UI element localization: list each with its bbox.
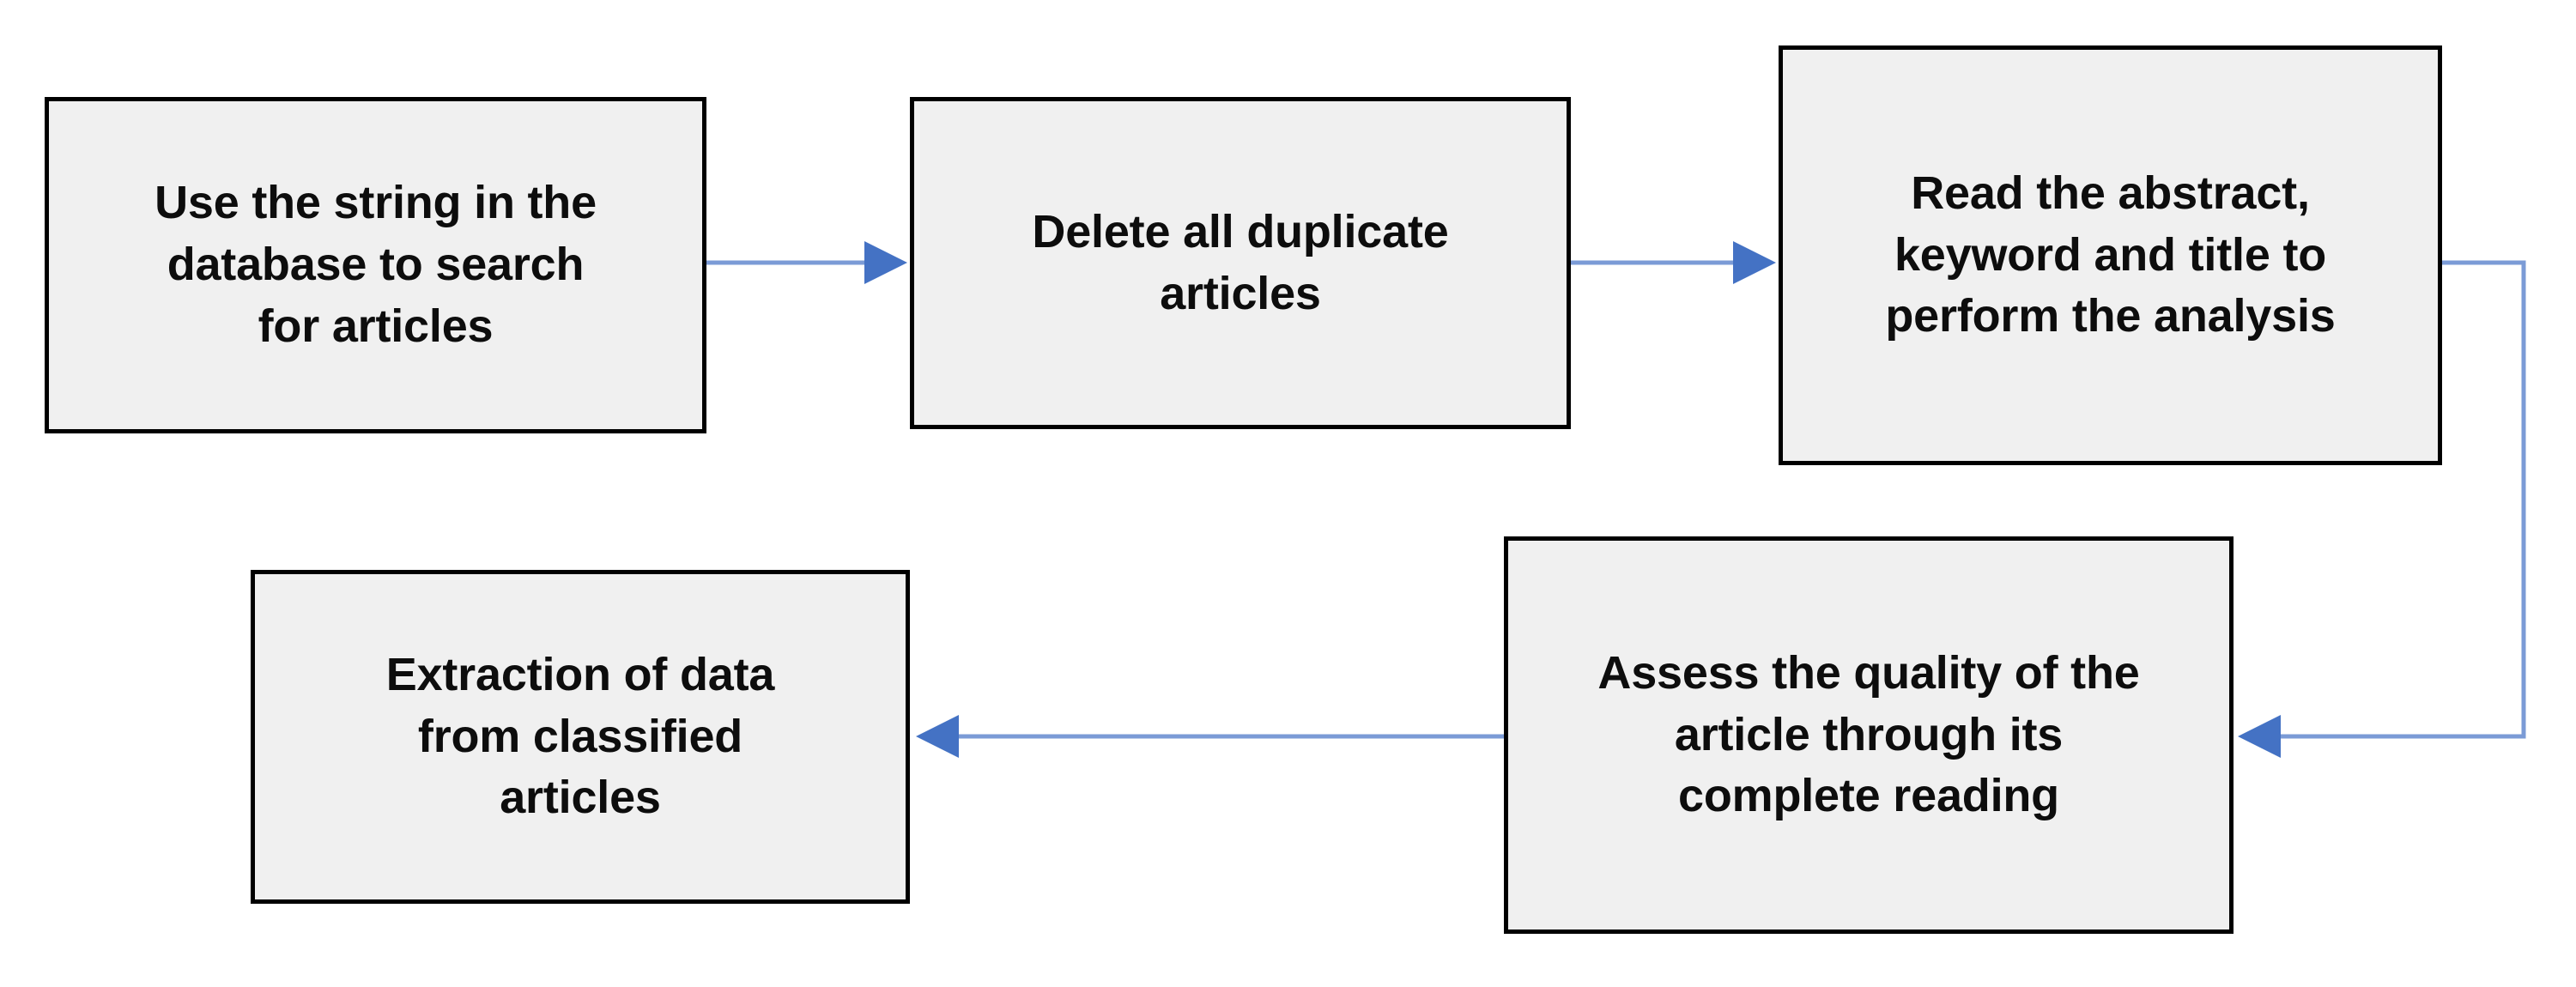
connector-n3-n4: [2238, 260, 2526, 758]
process-node-label: Read the abstract, keyword and title to …: [1885, 167, 2336, 342]
process-node-label: Assess the quality of the article throug…: [1597, 646, 2140, 822]
process-node-label: Delete all duplicate articles: [1032, 205, 1449, 319]
process-node-read-abstract[interactable]: Read the abstract, keyword and title to …: [1779, 45, 2442, 465]
process-node-extraction-of-data[interactable]: Extraction of data from classified artic…: [251, 570, 910, 904]
process-node-label: Extraction of data from classified artic…: [385, 648, 775, 824]
process-node-delete-duplicates[interactable]: Delete all duplicate articles: [910, 97, 1571, 429]
process-node-use-the-string[interactable]: Use the string in the database to search…: [45, 97, 706, 433]
process-node-assess-quality[interactable]: Assess the quality of the article throug…: [1504, 536, 2234, 934]
process-node-label: Use the string in the database to search…: [155, 177, 597, 352]
